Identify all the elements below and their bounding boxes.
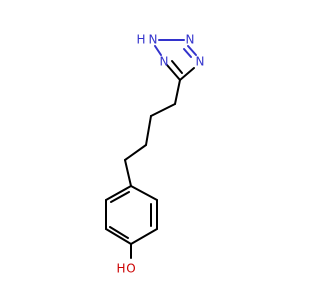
benzene-ring xyxy=(105,185,158,259)
atom-labels: H N N N N H O xyxy=(116,33,204,276)
bond-cc-cd xyxy=(124,144,147,161)
atom-label-n-right: N xyxy=(196,55,205,69)
bond-n4-c5 xyxy=(166,64,181,81)
bond-n2-n3-double xyxy=(183,48,192,58)
bond-ca-cb xyxy=(150,103,176,117)
bond-n2-n3 xyxy=(187,45,197,56)
bond-ar6-ar1 xyxy=(105,185,132,201)
atom-label-oh-o: O xyxy=(126,262,135,276)
bond-cd-ring xyxy=(124,159,132,187)
bond-n3-c5 xyxy=(179,67,195,81)
atom-label-h-on-n: H xyxy=(136,33,145,47)
bond-n1-n4 xyxy=(154,45,162,56)
aromatic-inner-3 xyxy=(110,191,130,203)
aromatic-inner-2 xyxy=(109,226,129,239)
atom-label-oh-h: H xyxy=(116,262,125,276)
structure-canvas: H N N N N H O xyxy=(105,32,205,276)
atom-label-n-left: N xyxy=(160,55,169,69)
butyl-chain xyxy=(124,79,181,187)
tetrazole-ring xyxy=(154,39,197,81)
bond-n4-c5-double xyxy=(171,60,183,74)
atom-label-n-top: N xyxy=(186,33,195,47)
bond-cb-cc xyxy=(145,115,152,146)
molecule-diagram: H N N N N H O xyxy=(105,33,204,276)
bond-c5-ca xyxy=(174,79,181,105)
atom-label-n-h: N xyxy=(149,33,158,47)
bond-ar3-ar4 xyxy=(130,228,158,245)
bond-ar1-ar2 xyxy=(130,185,158,201)
bond-ar4-ar5 xyxy=(105,228,132,245)
